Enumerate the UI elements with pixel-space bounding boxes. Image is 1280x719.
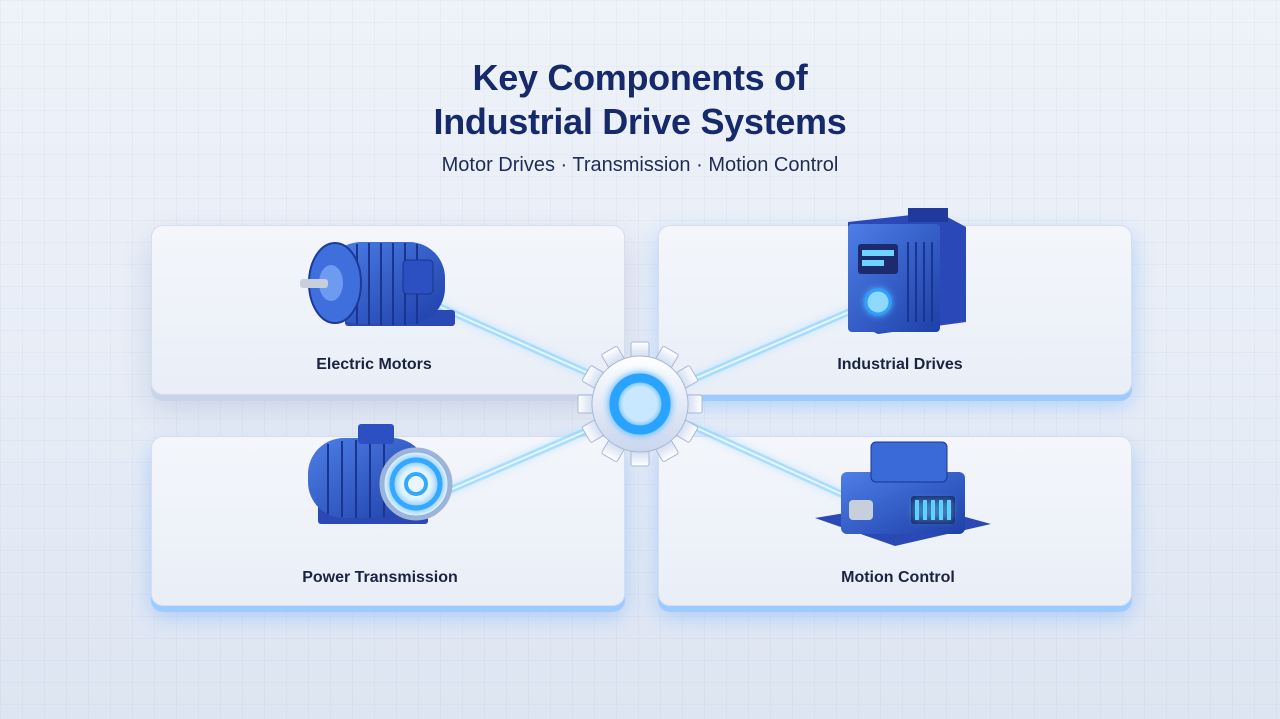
electric-motor-icon	[300, 242, 455, 326]
label-motion-control: Motion Control	[841, 569, 955, 586]
connector-power-transmission	[446, 421, 604, 494]
power-transmission-icon	[308, 424, 453, 524]
label-power-transmission: Power Transmission	[302, 569, 458, 586]
motion-control-icon	[815, 441, 991, 546]
label-electric-motors: Electric Motors	[316, 356, 432, 373]
gear-icon	[577, 341, 703, 467]
industrial-drive-icon	[848, 208, 966, 334]
page-subtitle: Motor Drives · Transmission · Motion Con…	[441, 154, 839, 176]
connector-industrial-drives	[681, 301, 869, 387]
page-title-line-2: Industrial Drive Systems	[433, 101, 847, 142]
page-title-line-1: Key Components of	[472, 57, 808, 98]
connector-motion-control	[686, 421, 854, 502]
label-industrial-drives: Industrial Drives	[837, 356, 963, 373]
